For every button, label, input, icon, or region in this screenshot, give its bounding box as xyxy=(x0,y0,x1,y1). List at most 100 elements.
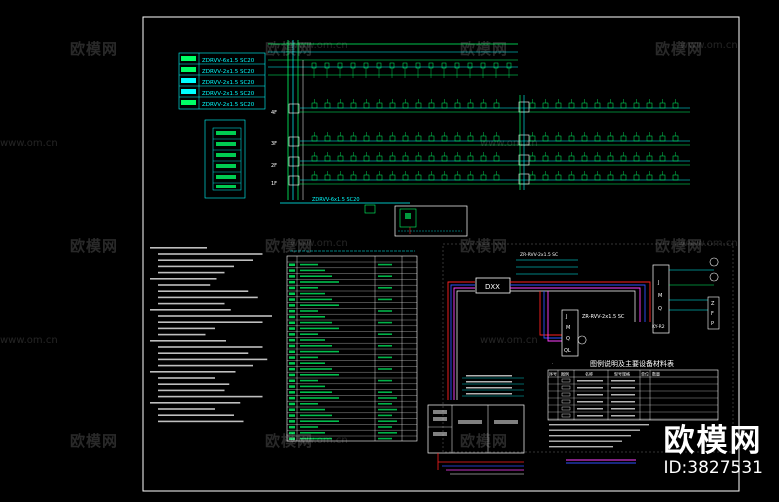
table-cell-text xyxy=(378,403,392,405)
brand-id: ID:3827531 xyxy=(663,458,763,478)
note-line xyxy=(158,296,258,299)
detector-symbol xyxy=(402,102,409,109)
detector-symbol xyxy=(529,102,536,109)
riser-node-box xyxy=(288,136,300,147)
table-cell-text xyxy=(300,339,325,341)
table-symbol xyxy=(289,315,295,319)
detector-symbol xyxy=(480,102,487,109)
detector-symbol xyxy=(659,102,666,109)
terminal-box xyxy=(427,404,525,454)
note-line xyxy=(158,271,225,274)
detector-symbol xyxy=(428,174,435,181)
legend-cell-text xyxy=(577,401,603,403)
watermark-logo-10: 欧模网 xyxy=(265,432,314,450)
table-cell-text xyxy=(300,385,325,388)
detector-symbol xyxy=(581,135,588,142)
note-line xyxy=(158,333,206,336)
table-symbol xyxy=(289,344,295,348)
design-notes-text xyxy=(150,247,272,423)
cable-note-text xyxy=(466,375,512,377)
control-panel-box xyxy=(394,205,468,237)
note-line xyxy=(158,420,244,423)
note-line xyxy=(158,321,263,323)
detector-symbol xyxy=(311,135,318,142)
riser-system-diagram: ZDRVV-6x1.5 SC20 ZDRVV-2x1.5 SC20 ZDRVV-… xyxy=(178,40,690,237)
table-cell-text xyxy=(300,333,318,335)
legend-cell-text xyxy=(611,394,635,396)
table-cell-text xyxy=(378,263,392,266)
detector-symbol xyxy=(659,174,666,181)
note-line xyxy=(158,389,225,392)
detector-symbol xyxy=(441,135,448,142)
detector-symbol xyxy=(633,174,640,181)
detector-symbol xyxy=(350,135,357,142)
cable-label-5: ZDRVV-2x1.5 SC20 xyxy=(202,102,255,108)
legend-note-line xyxy=(549,424,649,426)
detector-symbol xyxy=(350,174,357,181)
watermark-url-6: www.om.cn xyxy=(680,238,738,249)
detector-symbol xyxy=(542,135,549,142)
note-line xyxy=(158,358,268,361)
right-box-letter-kyr2: KY-R2 xyxy=(652,324,665,330)
legend-material-table: 图例说明及主要设备材料表 . 序号 图例 名称 型号规格 单位 数量 xyxy=(547,359,719,464)
table-symbol xyxy=(289,338,295,342)
floor-label-1f: 1F xyxy=(271,181,277,187)
note-line xyxy=(158,284,211,286)
module-box-right xyxy=(652,264,670,334)
detector-symbol xyxy=(467,135,474,142)
table-cell-text xyxy=(300,408,325,411)
detector-symbol xyxy=(428,135,435,142)
dxx-controller-label: DXX xyxy=(485,283,500,291)
detector-symbol xyxy=(542,102,549,109)
detector-symbol xyxy=(441,155,448,162)
legend-cell-text xyxy=(577,415,603,417)
table-cell-text xyxy=(300,350,339,353)
legend-symbol xyxy=(561,399,571,404)
detector-symbol xyxy=(633,102,640,109)
brand-logo: 欧模网 xyxy=(663,423,763,459)
table-cell-text xyxy=(378,432,397,434)
watermark-logo-9: 欧模网 xyxy=(70,432,119,450)
right-stack-letter-z: Z xyxy=(711,301,715,307)
right-box-letter-q: Q xyxy=(658,306,662,312)
table-symbol xyxy=(289,391,295,394)
table-cell-text xyxy=(378,287,392,289)
detector-symbol xyxy=(389,135,396,142)
detector-symbol xyxy=(324,155,331,162)
detector-symbol xyxy=(324,174,331,181)
note-line xyxy=(158,327,215,330)
note-line xyxy=(158,265,234,268)
detector-symbol xyxy=(363,135,370,142)
detector-symbol xyxy=(594,135,601,142)
detector-symbol xyxy=(646,155,653,162)
detector-symbol xyxy=(441,174,448,181)
detector-symbol xyxy=(672,135,679,142)
note-line xyxy=(158,408,215,410)
watermark-url-1: www.om.cn xyxy=(290,40,348,51)
table-cell-text xyxy=(300,391,332,393)
table-cell-text xyxy=(300,368,332,370)
detector-symbol xyxy=(454,135,461,142)
table-cell-text xyxy=(300,432,325,434)
table-cell-text xyxy=(300,292,325,295)
detector-symbol xyxy=(389,102,396,109)
watermark-logo-4: 欧模网 xyxy=(655,40,704,58)
detector-symbol xyxy=(607,135,614,142)
watermark-url-8: www.om.cn xyxy=(480,335,538,346)
right-stack-letter-p: P xyxy=(711,321,714,327)
table-cell-text xyxy=(378,379,392,382)
watermark-url-4: www.om.cn xyxy=(480,138,538,149)
module-box-center xyxy=(561,309,579,357)
detector-symbol xyxy=(620,135,627,142)
table-cell-text xyxy=(300,426,318,428)
floor-row xyxy=(288,99,690,114)
detector-symbol xyxy=(620,102,627,109)
table-cell-text xyxy=(378,426,392,428)
table-cell-text xyxy=(300,437,332,440)
legend-col-qty: 数量 xyxy=(652,371,660,377)
watermark-logo-2: 欧模网 xyxy=(265,40,314,58)
detector-symbol xyxy=(633,155,640,162)
table-cell-text xyxy=(300,275,332,277)
right-stack-letter-f: F xyxy=(711,311,714,317)
table-cell-text xyxy=(300,356,318,359)
